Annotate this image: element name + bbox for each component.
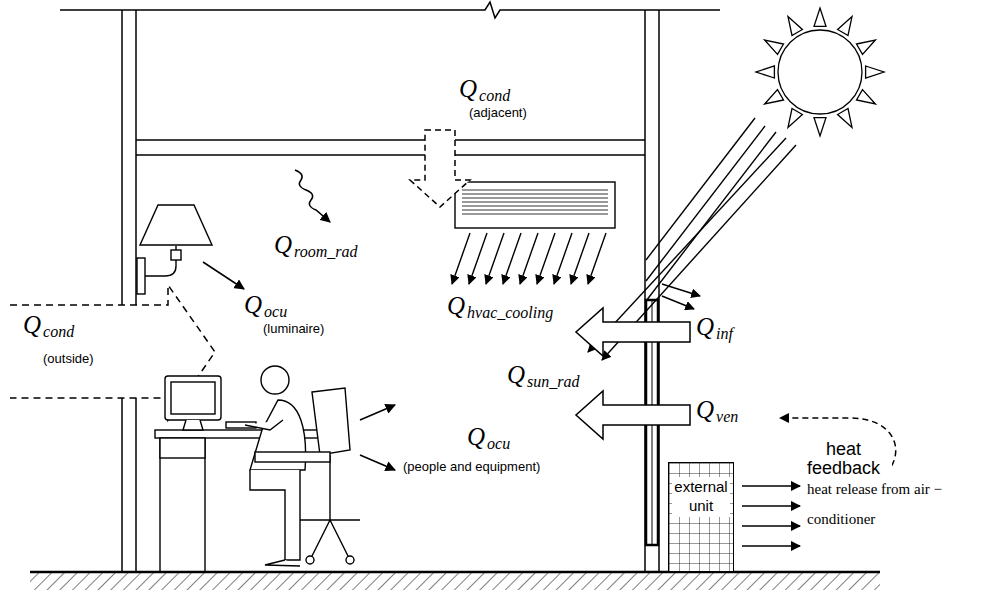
quantity-subscript: cond [478, 88, 511, 105]
external-unit-box: external unit [668, 462, 734, 572]
luminaire [137, 205, 212, 294]
quantity-subscript: ven [715, 409, 739, 426]
sun-ray [814, 8, 826, 26]
sun-ray [838, 17, 852, 36]
cooling-arrow [588, 233, 606, 284]
quantity-symbol: Q [695, 397, 715, 423]
quantity-subscript: hvac_cooling [466, 305, 554, 322]
heat-flow-arrows [10, 130, 896, 546]
sun-ray [765, 40, 784, 54]
sun-ray [765, 90, 784, 104]
annotation: heat feedback [795, 440, 892, 478]
cooling-arrow [571, 233, 589, 284]
ac-fin [462, 202, 608, 203]
ac-fin [462, 194, 608, 195]
quantity-symbol: Q [458, 76, 478, 102]
sun-ray [788, 109, 802, 128]
quantity-symbol: Q [273, 232, 293, 258]
quantity-subscript: ocu [263, 304, 288, 321]
ac-fin [462, 206, 608, 207]
ac-fin [462, 190, 608, 191]
quantity-symbol: Q [506, 362, 526, 388]
sun-ray [857, 90, 876, 104]
annotation: (people and equipment) [402, 460, 541, 474]
cooling-arrow [537, 233, 555, 284]
sun-ray [756, 66, 774, 78]
sun-ray [857, 40, 876, 54]
annotation: heat release from air − conditioner [806, 474, 980, 534]
sun-ray [838, 109, 852, 128]
ac-fin [462, 214, 608, 215]
cooling-arrow [452, 233, 470, 284]
quantity-subscript: room_rad [293, 244, 358, 261]
annotation: (luminaire) [262, 322, 325, 336]
quantity-symbol: Q [446, 293, 466, 319]
quantity-symbol: Q [243, 292, 263, 318]
cooling-arrow [554, 233, 572, 284]
air-conditioner [452, 182, 615, 284]
annotation: (outside) [42, 352, 95, 366]
unit-label: external unit [672, 477, 730, 517]
sun [756, 8, 884, 136]
cooling-arrow [469, 233, 487, 284]
quantity-subscript: sun_rad [526, 374, 580, 391]
sun-ray [814, 118, 826, 136]
ac-fin [462, 210, 608, 211]
cooling-arrow [486, 233, 504, 284]
quantity-symbol: Q [695, 314, 715, 340]
ac-fin [462, 198, 608, 199]
quantity-subscript: inf [715, 326, 734, 343]
sun-ray [788, 17, 802, 36]
sun-ray [866, 66, 884, 78]
building-section [30, 2, 880, 590]
cooling-arrow [520, 233, 538, 284]
cooling-arrow [503, 233, 521, 284]
quantity-subscript: cond [42, 324, 75, 341]
quantity-subscript: ocu [486, 436, 511, 453]
annotation: (adjacent) [468, 106, 528, 120]
quantity-symbol: Q [466, 424, 486, 450]
person-at-desk [155, 366, 360, 572]
quantity-symbol: Q [22, 312, 42, 338]
